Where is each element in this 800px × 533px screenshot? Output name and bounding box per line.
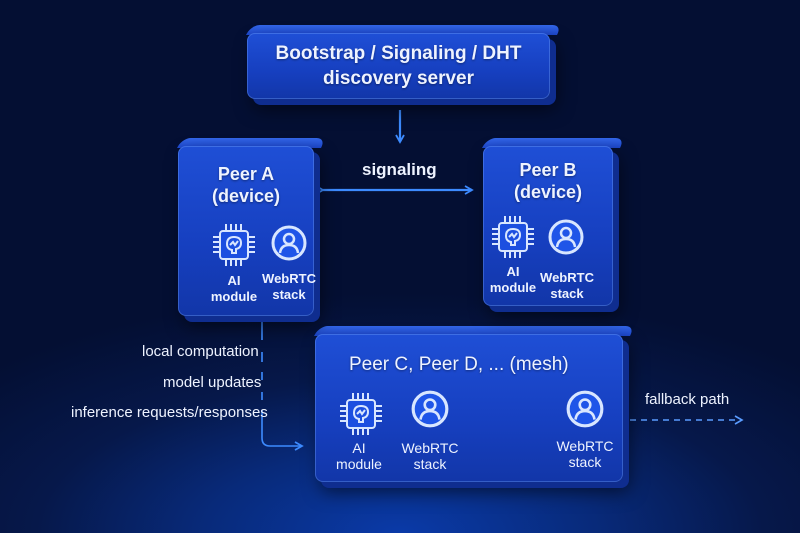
mesh-title: Peer C, Peer D, ... (mesh)	[349, 354, 569, 375]
server-title-line1: Bootstrap / Signaling / DHT	[275, 43, 522, 64]
fallback-path-label: fallback path	[645, 391, 730, 408]
mesh-ai-label: AI module	[336, 440, 382, 472]
peer-a-title-line1: Peer A	[217, 164, 275, 184]
peer-b-webrtc-label: WebRTC stack	[540, 270, 594, 301]
mesh-node[interactable]: Peer C, Peer D, ... (mesh) AI module Web…	[315, 334, 623, 482]
chip-brain-icon	[213, 224, 255, 266]
peer-b-title-line1: Peer B	[519, 160, 577, 180]
user-circle-icon	[548, 219, 584, 255]
peer-b-ai-label: AI module	[489, 264, 537, 295]
user-circle-icon	[271, 225, 307, 261]
peer-a-node[interactable]: Peer A (device) AI module WebRTC stack	[178, 146, 316, 316]
peer-a-webrtc-label: WebRTC stack	[262, 271, 316, 302]
user-circle-icon	[566, 390, 604, 428]
server-title-line2: discovery server	[322, 68, 475, 89]
chip-brain-icon	[340, 393, 382, 435]
peer-a-to-mesh-flow	[261, 318, 302, 446]
signaling-label: signaling	[362, 160, 437, 179]
peer-b-node[interactable]: Peer B (device) AI module WebRTC stack	[483, 146, 613, 306]
mesh-webrtc-label: WebRTC stack	[401, 440, 459, 472]
user-circle-icon	[411, 390, 449, 428]
peer-a-title-line2: (device)	[211, 186, 281, 206]
chip-brain-icon	[492, 216, 534, 258]
flow-local-computation: local computation	[142, 343, 259, 360]
peer-b-title-line2: (device)	[513, 182, 583, 202]
discovery-server-node[interactable]: Bootstrap / Signaling / DHT discovery se…	[247, 33, 550, 99]
flow-model-updates: model updates	[163, 374, 262, 391]
mesh-webrtc2-label: WebRTC stack	[556, 438, 614, 470]
peer-a-ai-label: AI module	[210, 273, 258, 304]
flow-inference-requests: inference requests/responses	[71, 404, 268, 421]
